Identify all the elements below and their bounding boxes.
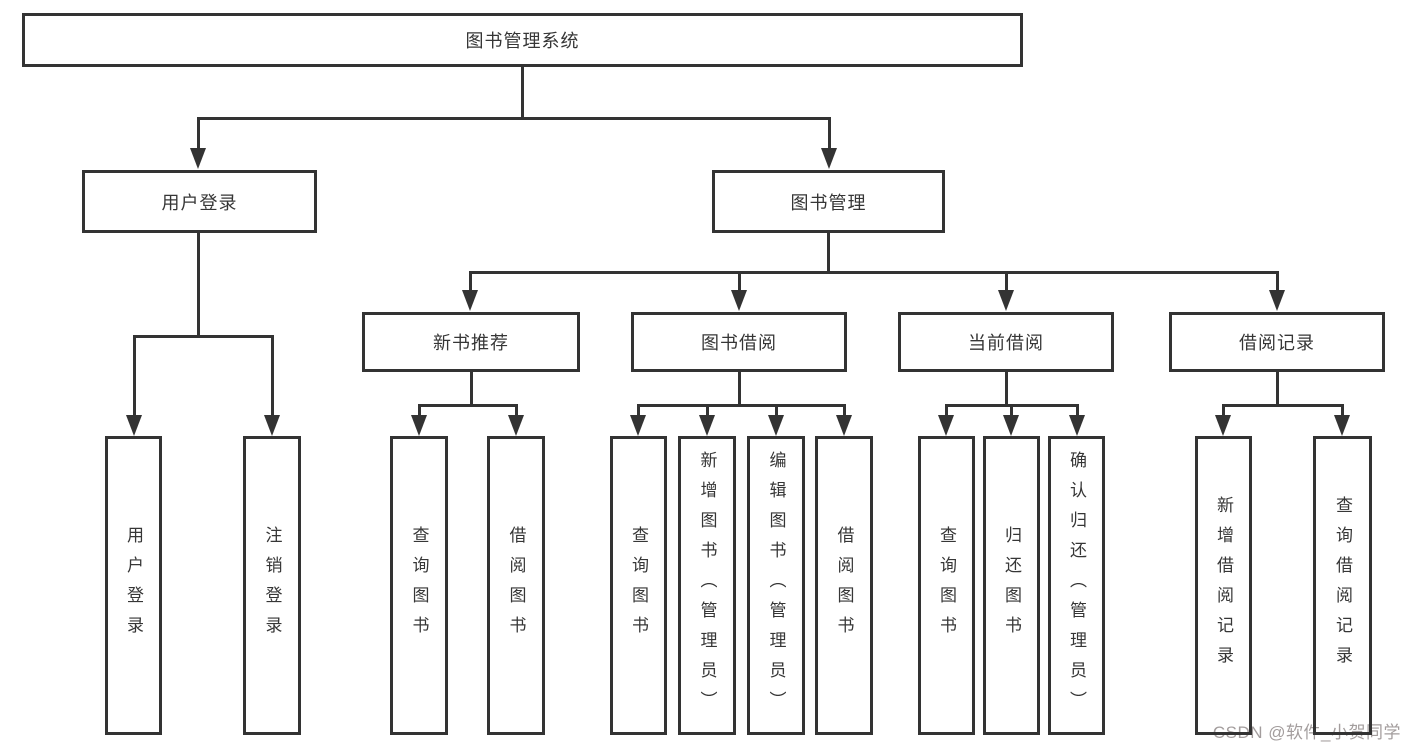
- diagram-node-borrow-books-leaf: 借阅图书: [815, 436, 873, 735]
- diagram-node-label: 借阅记录: [1239, 333, 1315, 353]
- arrowhead-down-icon: [190, 148, 206, 169]
- arrowhead-down-icon: [768, 415, 784, 436]
- diagram-node-label: 注销登录: [262, 525, 282, 646]
- connector-line: [470, 372, 473, 406]
- connector-line: [197, 117, 200, 151]
- diagram-node-new-book-recommendation: 新书推荐: [362, 312, 580, 372]
- connector-line: [133, 335, 274, 338]
- arrowhead-down-icon: [1334, 415, 1350, 436]
- connector-line: [637, 404, 846, 407]
- diagram-node-label: 新书推荐: [433, 333, 509, 353]
- connector-line: [197, 117, 831, 120]
- arrowhead-down-icon: [508, 415, 524, 436]
- arrowhead-down-icon: [699, 415, 715, 436]
- diagram-node-book-borrowing: 图书借阅: [631, 312, 847, 372]
- diagram-node-label: 当前借阅: [968, 333, 1044, 353]
- arrowhead-down-icon: [938, 415, 954, 436]
- diagram-node-label: 借阅图书: [834, 525, 854, 646]
- connector-line: [1222, 404, 1225, 418]
- connector-line: [515, 404, 518, 418]
- connector-line: [637, 404, 640, 418]
- diagram-node-add-books-admin: 新增图书（管理员）: [678, 436, 736, 735]
- connector-line: [418, 404, 518, 407]
- connector-line: [1276, 271, 1279, 292]
- connector-line: [775, 404, 778, 418]
- diagram-node-library-management-system: 图书管理系统: [22, 13, 1023, 67]
- arrowhead-down-icon: [731, 290, 747, 311]
- diagram-node-label: 新增图书（管理员）: [697, 450, 717, 721]
- arrowhead-down-icon: [836, 415, 852, 436]
- connector-line: [418, 404, 421, 418]
- connector-line: [469, 271, 1279, 274]
- diagram-node-return-books: 归还图书: [983, 436, 1040, 735]
- connector-line: [1222, 404, 1344, 407]
- diagram-node-label: 查询图书: [629, 525, 648, 646]
- connector-line: [1341, 404, 1344, 418]
- connector-line: [706, 404, 709, 418]
- arrowhead-down-icon: [821, 148, 837, 169]
- diagram-node-query-borrow-record: 查询借阅记录: [1313, 436, 1372, 735]
- diagram-node-edit-books-admin: 编辑图书（管理员）: [747, 436, 805, 735]
- arrowhead-down-icon: [462, 290, 478, 311]
- diagram-node-borrow-books-recommend: 借阅图书: [487, 436, 545, 735]
- arrowhead-down-icon: [1269, 290, 1285, 311]
- arrowhead-down-icon: [1215, 415, 1231, 436]
- diagram-node-confirm-return-admin: 确认归还（管理员）: [1048, 436, 1105, 735]
- connector-line: [133, 335, 136, 417]
- connector-line: [828, 117, 831, 151]
- arrowhead-down-icon: [411, 415, 427, 436]
- arrowhead-down-icon: [1069, 415, 1085, 436]
- diagram-node-user-login-leaf: 用户登录: [105, 436, 162, 735]
- diagram-node-borrow-records: 借阅记录: [1169, 312, 1385, 372]
- diagram-node-add-borrow-record: 新增借阅记录: [1195, 436, 1252, 735]
- diagram-node-logout-leaf: 注销登录: [243, 436, 301, 735]
- connector-line: [469, 271, 472, 292]
- arrowhead-down-icon: [998, 290, 1014, 311]
- connector-line: [1010, 404, 1013, 418]
- connector-line: [738, 271, 741, 292]
- connector-line: [1005, 271, 1008, 292]
- diagram-node-label: 借阅图书: [506, 525, 526, 646]
- diagram-node-label: 用户登录: [124, 525, 143, 646]
- diagram-node-query-books-current: 查询图书: [918, 436, 975, 735]
- diagram-node-book-management: 图书管理: [712, 170, 945, 233]
- diagram-node-label: 图书管理系统: [465, 31, 580, 51]
- diagram-node-label: 编辑图书（管理员）: [766, 450, 786, 721]
- diagram-node-label: 查询图书: [937, 525, 956, 646]
- diagram-node-label: 归还图书: [1002, 525, 1021, 646]
- connector-line: [271, 335, 274, 417]
- diagram-node-label: 查询图书: [409, 525, 429, 646]
- arrowhead-down-icon: [126, 415, 142, 436]
- diagram-node-label: 图书借阅: [701, 333, 777, 353]
- connector-line: [843, 404, 846, 418]
- connector-line: [1076, 404, 1079, 418]
- connector-line: [197, 233, 200, 337]
- diagram-node-user-login: 用户登录: [82, 170, 317, 233]
- diagram-node-query-books-borrowing: 查询图书: [610, 436, 667, 735]
- arrowhead-down-icon: [1003, 415, 1019, 436]
- diagram-node-label: 确认归还（管理员）: [1067, 450, 1086, 721]
- diagram-node-label: 图书管理: [790, 192, 867, 213]
- connector-line: [1005, 372, 1008, 406]
- connector-line: [827, 233, 830, 273]
- arrowhead-down-icon: [630, 415, 646, 436]
- csdn-watermark: CSDN @软件_小贺同学: [1212, 723, 1401, 742]
- connector-line: [738, 372, 741, 406]
- diagram-node-label: 新增借阅记录: [1214, 495, 1233, 676]
- connector-line: [521, 66, 524, 119]
- diagram-node-current-borrowing: 当前借阅: [898, 312, 1114, 372]
- diagram-node-label: 用户登录: [161, 192, 238, 213]
- arrowhead-down-icon: [264, 415, 280, 436]
- connector-line: [945, 404, 948, 418]
- diagram-node-label: 查询借阅记录: [1333, 495, 1352, 676]
- diagram-node-query-books-recommend: 查询图书: [390, 436, 448, 735]
- connector-line: [1276, 372, 1279, 406]
